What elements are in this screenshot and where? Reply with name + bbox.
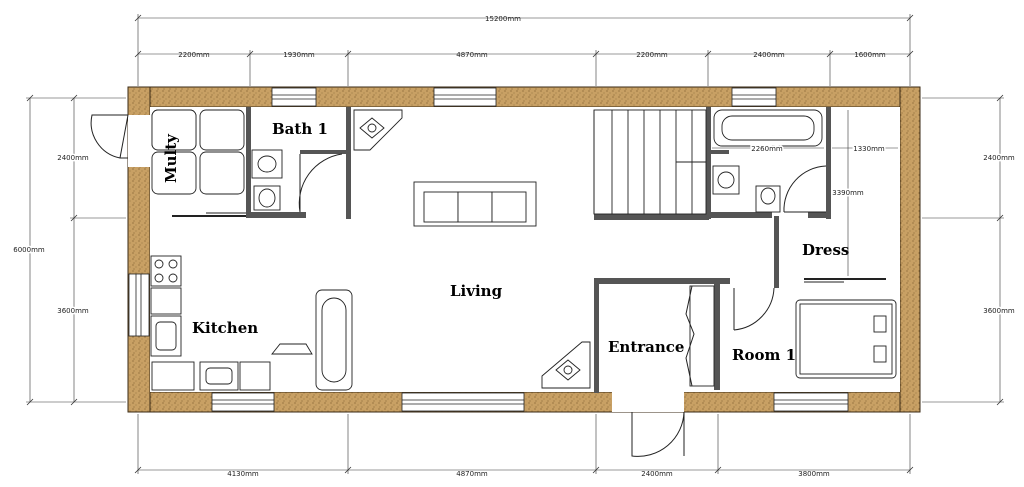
dim-bottom-4: 3800mm [798, 470, 830, 478]
dim-top-4: 2200mm [636, 51, 668, 59]
room-label-entrance: Entrance [608, 338, 684, 356]
dim-top-2: 1930mm [283, 51, 315, 59]
dimension-ticks [26, 14, 1004, 474]
dim-bottom-3: 2400mm [641, 470, 673, 478]
room-label-bath-1: Bath 1 [272, 120, 328, 138]
dim-left-total: 6000mm [13, 246, 45, 254]
stove [150, 255, 182, 287]
door-entrance [631, 411, 685, 457]
window-bottom-2 [401, 392, 525, 412]
dim-right-2: 3600mm [983, 307, 1015, 315]
room-label-room-1: Room 1 [732, 346, 796, 364]
dim-left-1: 2400mm [57, 154, 89, 162]
door-left-exterior [90, 114, 128, 159]
dim-inner-dress-h: 3390mm [832, 189, 864, 197]
kitchen-counter-bottom-1 [151, 361, 195, 391]
appliance-2 [151, 151, 197, 195]
dim-right-1: 2400mm [983, 154, 1015, 162]
window-left [128, 273, 150, 337]
door-bath-1 [298, 153, 343, 213]
appliance-3 [199, 109, 245, 151]
fixtures [150, 109, 897, 391]
window-bottom-1 [211, 392, 275, 412]
room-label-kitchen: Kitchen [192, 319, 258, 337]
dim-left-2: 3600mm [57, 307, 89, 315]
kitchen-stool [271, 343, 313, 355]
doors [90, 114, 886, 457]
appliance-4 [199, 151, 245, 195]
kitchen-counter-bottom-2 [239, 361, 271, 391]
dim-top-6: 1600mm [854, 51, 886, 59]
dim-inner-dress-w: 1330mm [853, 145, 885, 153]
dim-bottom-1: 4130mm [227, 470, 259, 478]
door-bath-2 [783, 165, 827, 213]
entrance-closet [689, 285, 715, 387]
room-label-dress: Dress [802, 241, 849, 259]
dimension-labels: 15200mm 2200mm 1930mm 4870mm 2200mm 2400… [12, 15, 1017, 478]
dim-top-3: 4870mm [456, 51, 488, 59]
dim-bottom-2: 4870mm [456, 470, 488, 478]
room-label-multy: Multy [162, 133, 180, 183]
window-top-1 [271, 87, 317, 107]
dim-top-1: 2200mm [178, 51, 210, 59]
window-bottom-3 [773, 392, 849, 412]
window-top-3 [731, 87, 777, 107]
dim-overall-width: 15200mm [485, 15, 521, 23]
room-labels: Multy Bath 1 Kitchen Living Entrance Roo… [162, 120, 849, 364]
windows [128, 87, 849, 412]
bifold-door [685, 285, 695, 387]
dimensions [26, 14, 1004, 474]
dim-top-5: 2400mm [753, 51, 785, 59]
staircase [593, 109, 707, 215]
dim-inner-bath: 2260mm [751, 145, 783, 153]
room-label-living: Living [450, 282, 503, 300]
kitchen-counter-left [150, 287, 182, 315]
door-room-1 [733, 287, 775, 331]
window-top-2 [433, 87, 497, 107]
interior-walls [246, 107, 831, 393]
